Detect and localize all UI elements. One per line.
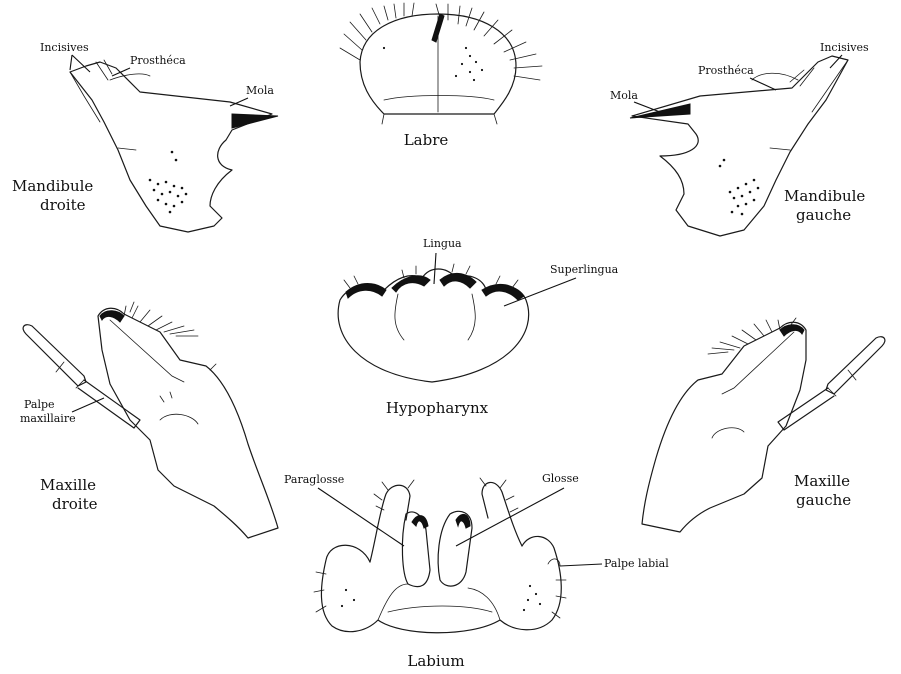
incisives-left-label: Incisives: [40, 41, 89, 54]
hypopharynx-drawing: [338, 264, 529, 382]
palpe-labial-leader: [560, 564, 602, 566]
palpe-maxillaire-leader: [72, 398, 104, 412]
maxille-gauche-label-1: Maxille: [794, 472, 850, 490]
mola-left-label: Mola: [246, 84, 274, 97]
glosse-label: Glosse: [542, 472, 579, 485]
paraglosse-label: Paraglosse: [284, 473, 344, 486]
hypopharynx-label: Hypopharynx: [386, 399, 489, 417]
glosse-leader: [456, 488, 564, 546]
mandibule-droite-label-1: Mandibule: [12, 177, 93, 195]
mola-right-label: Mola: [610, 89, 638, 102]
labre-drawing: [340, 3, 542, 124]
labium-label: Labium: [407, 652, 464, 670]
superlingua-label: Superlingua: [550, 263, 619, 276]
palpe-maxillaire-label-1: Palpe: [24, 398, 55, 411]
mandibule-gauche-label-1: Mandibule: [784, 187, 865, 205]
labium-drawing: [314, 478, 566, 633]
prostheca-left-label: Prosthéca: [130, 54, 186, 67]
palpe-maxillaire-label-2: maxillaire: [20, 412, 76, 425]
lingua-label: Lingua: [423, 237, 462, 250]
lingua-leader: [434, 253, 436, 284]
maxille-droite-label-2: droite: [52, 495, 98, 513]
prostheca-right-leader: [750, 78, 776, 90]
mandibule-droite-label-2: droite: [40, 196, 86, 214]
labre-label: Labre: [404, 131, 449, 149]
palpe-labial-label: Palpe labial: [604, 557, 669, 570]
maxille-gauche-label-2: gauche: [796, 491, 851, 509]
incisives-left-leader: [70, 55, 90, 72]
incisives-right-label: Incisives: [820, 41, 869, 54]
prostheca-right-label: Prosthéca: [698, 64, 754, 77]
paraglosse-leader: [318, 488, 404, 546]
mola-right-leader: [634, 102, 660, 112]
mandibule-gauche-label-2: gauche: [796, 206, 851, 224]
maxille-droite-label-1: Maxille: [40, 476, 96, 494]
